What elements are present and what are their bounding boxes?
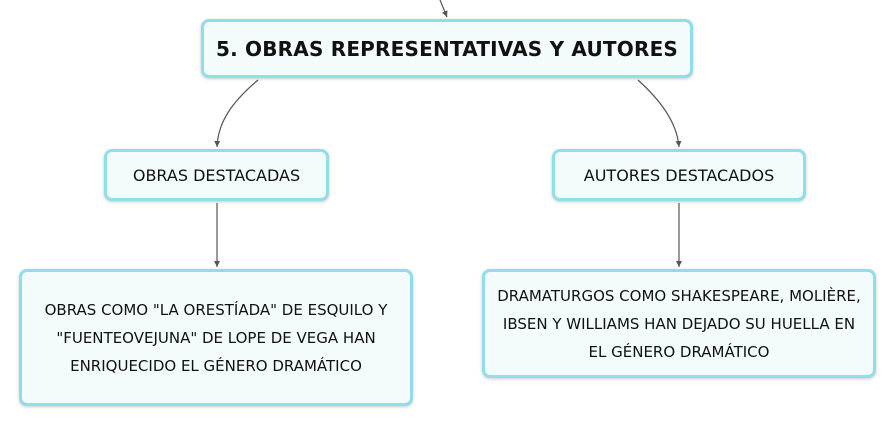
branch-node-obras-destacadas[interactable]: OBRAS DESTACADAS xyxy=(104,149,329,201)
branch-node-label: OBRAS DESTACADAS xyxy=(132,165,301,185)
branch-node-autores-destacados[interactable]: AUTORES DESTACADOS xyxy=(552,149,806,201)
connector-root-to-obras xyxy=(214,79,259,148)
leaf-node-obras[interactable]: OBRAS COMO "LA ORESTÍADA" DE ESQUILO Y "… xyxy=(19,269,413,406)
incoming-connector xyxy=(439,0,448,18)
leaf-node-text: DRAMATURGOS COMO SHAKESPEARE, MOLIÈRE, I… xyxy=(497,286,861,361)
leaf-node-autores[interactable]: DRAMATURGOS COMO SHAKESPEARE, MOLIÈRE, I… xyxy=(482,269,876,378)
connector-root-to-autores xyxy=(637,79,682,148)
leaf-node-text: OBRAS COMO "LA ORESTÍADA" DE ESQUILO Y "… xyxy=(44,300,388,375)
root-node[interactable]: 5. OBRAS REPRESENTATIVAS Y AUTORES xyxy=(201,19,693,78)
branch-node-label: AUTORES DESTACADOS xyxy=(583,165,775,185)
root-node-label: 5. OBRAS REPRESENTATIVAS Y AUTORES xyxy=(215,36,679,61)
